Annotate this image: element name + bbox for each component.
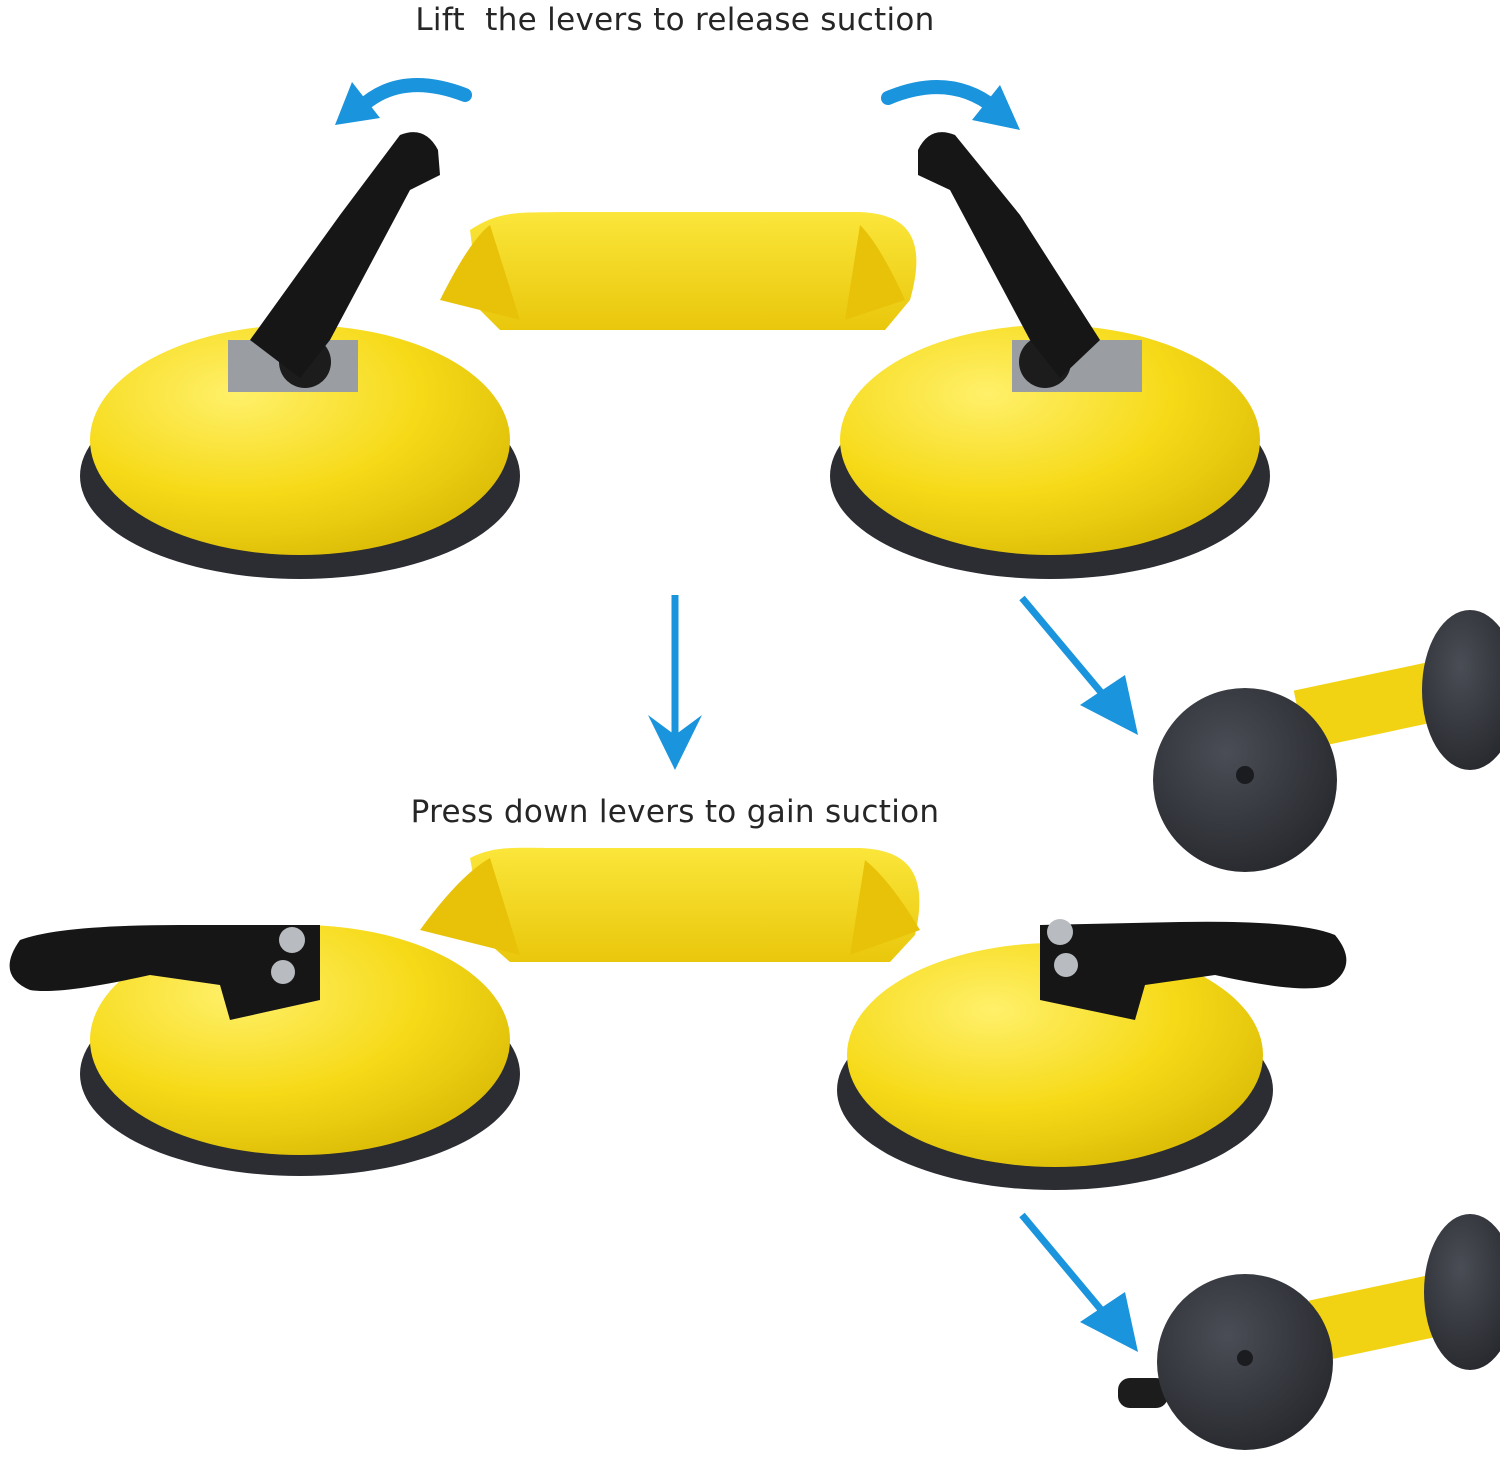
suction-tool-levers-down [9, 847, 1347, 1190]
left-cup-body-bottom [90, 925, 510, 1155]
side-view-suction-cup-top [1153, 610, 1500, 872]
side-view-suction-cup-bottom [1118, 1214, 1500, 1450]
down-arrow-icon [648, 595, 702, 770]
suction-tool-levers-up [80, 132, 1270, 579]
left-lever-flat [9, 925, 320, 1020]
diagonal-arrow-icon-bottom [1019, 1212, 1138, 1352]
curved-arrow-left-icon [335, 78, 472, 125]
caption-release-suction: Lift the levers to release suction [415, 2, 935, 38]
right-lever-flat [1040, 921, 1347, 1020]
right-cup-body-bottom [847, 943, 1263, 1167]
caption-gain-suction: Press down levers to gain suction [410, 794, 940, 830]
handle-bar [470, 212, 917, 330]
left-cup-body [90, 325, 510, 555]
right-lever-raised [918, 132, 1100, 378]
handle-bar-bottom [470, 847, 920, 962]
left-lever-raised [250, 132, 440, 378]
right-cup-body [840, 325, 1260, 555]
diagonal-arrow-icon [1019, 595, 1138, 735]
curved-arrow-right-icon [881, 80, 1020, 130]
